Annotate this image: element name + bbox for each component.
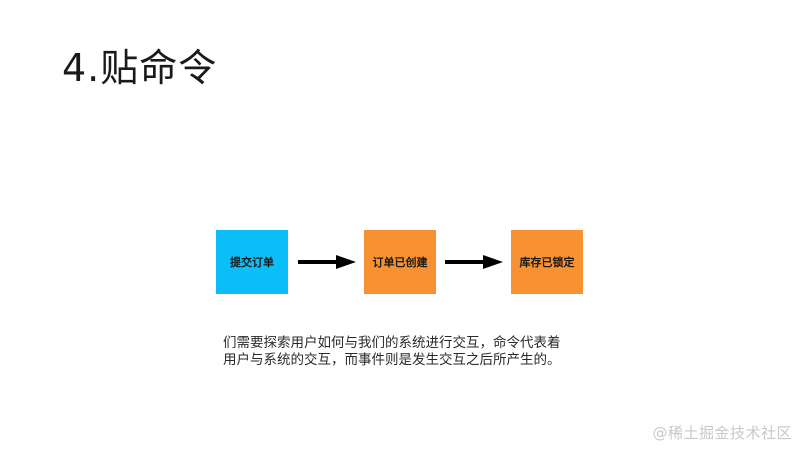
node-label: 提交订单 — [230, 256, 274, 269]
caption-line-1: 们需要探索用户如何与我们的系统进行交互，命令代表着 — [223, 335, 561, 351]
caption: 们需要探索用户如何与我们的系统进行交互，命令代表着 用户与系统的交互，而事件则是… — [223, 335, 623, 369]
node-inventory-locked: 库存已锁定 — [511, 230, 583, 294]
slide-title: 4.贴命令 — [62, 46, 218, 90]
node-label: 库存已锁定 — [519, 256, 575, 269]
node-order-created: 订单已创建 — [364, 230, 436, 294]
node-submit-order: 提交订单 — [216, 230, 288, 294]
right-arrow-icon — [298, 255, 356, 269]
caption-line-2: 用户与系统的交互，而事件则是发生交互之后所产生的。 — [223, 352, 561, 368]
node-label: 订单已创建 — [372, 256, 428, 269]
right-arrow-icon — [445, 255, 503, 269]
watermark: @稀土掘金技术社区 — [652, 424, 792, 442]
